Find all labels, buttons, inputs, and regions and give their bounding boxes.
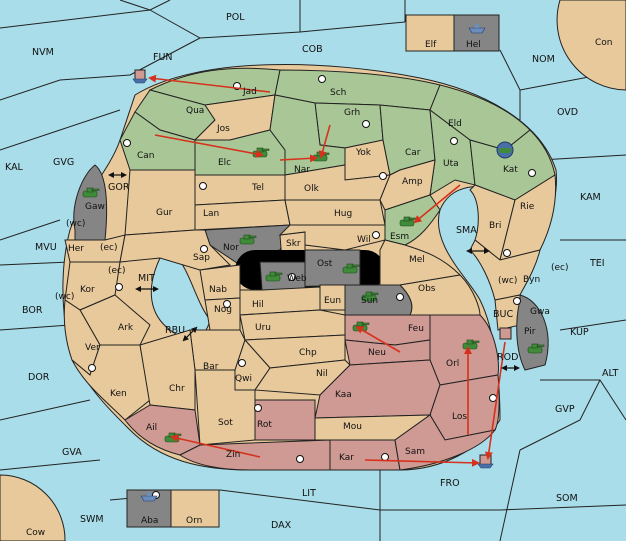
army-unit[interactable] <box>265 271 283 282</box>
army-unit[interactable] <box>527 343 545 354</box>
supply-center <box>503 249 511 257</box>
army-unit[interactable] <box>361 291 379 302</box>
province-hel[interactable] <box>453 14 500 52</box>
province-rot[interactable] <box>254 399 316 441</box>
move-arrow <box>413 184 461 224</box>
order-arrows <box>148 74 506 467</box>
supply-center <box>450 137 458 145</box>
province-kar[interactable] <box>329 439 401 471</box>
province-sap[interactable] <box>119 229 232 271</box>
province-orn[interactable] <box>170 489 220 528</box>
supply-center <box>88 364 96 372</box>
supply-center <box>362 120 370 128</box>
supply-center <box>396 293 404 301</box>
supply-center <box>372 231 380 239</box>
army-unit[interactable] <box>82 187 100 198</box>
supply-center <box>379 172 387 180</box>
province-con[interactable] <box>556 0 626 91</box>
army-unit[interactable] <box>342 263 360 274</box>
supply-center <box>238 359 246 367</box>
move-arrow <box>484 341 506 460</box>
fleet-unit[interactable] <box>499 327 512 340</box>
supply-center <box>223 300 231 308</box>
province-ken[interactable] <box>71 344 151 421</box>
move-arrow <box>148 74 271 93</box>
province-eun[interactable] <box>319 284 346 311</box>
passage-arrows <box>108 172 520 371</box>
fleet-unit[interactable] <box>468 24 486 34</box>
province-ail[interactable] <box>124 404 201 456</box>
province-nab[interactable] <box>199 264 241 301</box>
fleet-unit[interactable] <box>132 69 148 84</box>
province-orl[interactable] <box>429 314 499 386</box>
supply-center <box>489 394 497 402</box>
army-unit[interactable] <box>239 234 257 245</box>
supply-center <box>123 139 131 147</box>
province-elf[interactable] <box>405 14 455 52</box>
supply-center <box>254 404 262 412</box>
move-arrow <box>364 458 480 467</box>
land-mass <box>62 64 558 471</box>
supply-center <box>318 75 326 83</box>
move-arrow <box>170 434 261 458</box>
province-gur[interactable] <box>124 169 196 236</box>
fleet-unit[interactable] <box>477 454 494 469</box>
supply-center <box>199 182 207 190</box>
move-arrow <box>355 325 401 353</box>
move-arrow <box>318 124 331 159</box>
province-hug[interactable] <box>284 199 386 226</box>
supply-center <box>296 455 304 463</box>
supply-center <box>288 273 296 281</box>
province-wil[interactable] <box>278 224 386 251</box>
supply-center <box>381 453 389 461</box>
province-chr[interactable] <box>139 329 196 411</box>
supply-center <box>513 297 521 305</box>
army-unit[interactable] <box>496 141 514 159</box>
supply-center <box>528 169 536 177</box>
fleet-unit[interactable] <box>140 492 158 502</box>
province-gaw[interactable] <box>73 164 108 241</box>
province-nog[interactable] <box>204 297 241 331</box>
province-sam[interactable] <box>394 414 497 471</box>
supply-center <box>200 245 208 253</box>
supply-center <box>115 283 123 291</box>
province-los[interactable] <box>429 374 500 441</box>
move-arrow <box>154 134 264 158</box>
province-cow[interactable] <box>0 474 66 541</box>
move-arrow <box>279 154 318 163</box>
